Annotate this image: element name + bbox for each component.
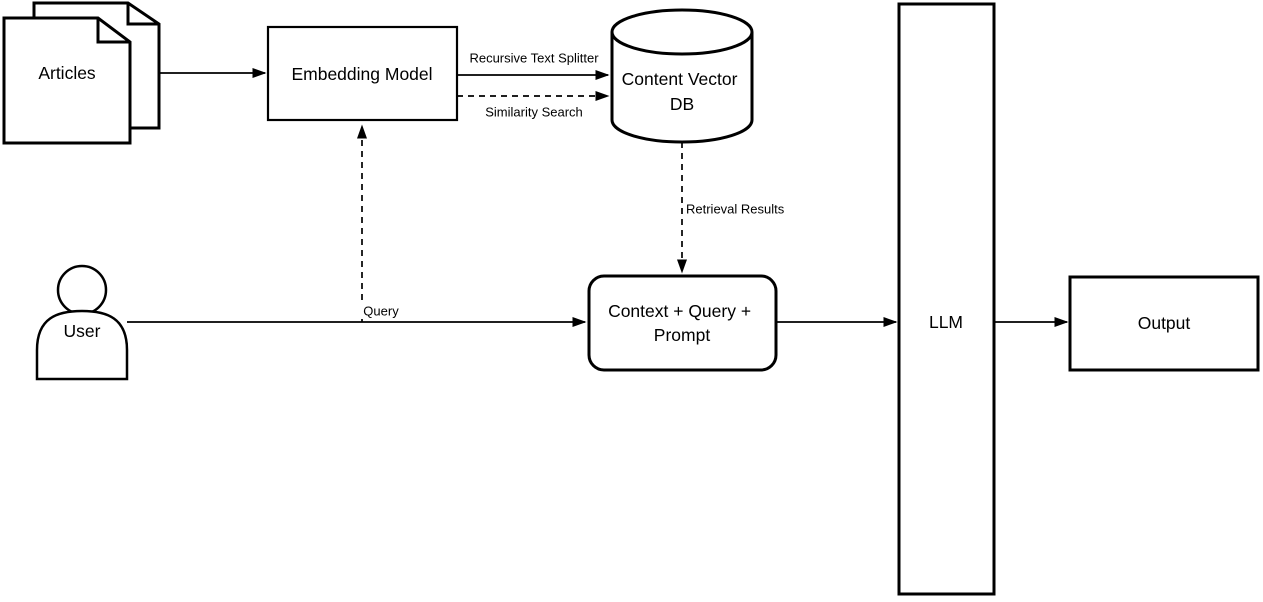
label-bg (464, 50, 604, 66)
cylinder-top (610, 8, 754, 56)
cylinder-body (610, 32, 754, 144)
content-vector-db-label: Content Vector DB (622, 69, 743, 114)
user-label: User (64, 321, 101, 341)
node-user: User (35, 264, 129, 381)
content-vector-db-label-line2: DB (670, 94, 694, 114)
label-bg (683, 201, 791, 217)
edge-label-similarity-search: Similarity Search (485, 105, 583, 120)
edge-label-recursive-text-splitter: Recursive Text Splitter (469, 51, 599, 66)
context-query-prompt-box (587, 274, 778, 372)
node-articles: Articles (2, 1, 161, 145)
articles-back-page-fold (126, 3, 159, 26)
person-icon (35, 264, 129, 381)
embedding-model-box (266, 25, 459, 122)
user-head (56, 264, 108, 316)
database-cylinder-icon (610, 8, 754, 144)
embedding-model-label: Embedding Model (291, 64, 432, 84)
llm-label: LLM (929, 312, 963, 332)
edge-label-query: Query (363, 304, 399, 319)
context-query-prompt-label: Context + Query + Prompt (608, 301, 756, 345)
node-context-query-prompt: Context + Query + Prompt (587, 274, 778, 372)
label-bg (482, 104, 586, 120)
documents-icon (2, 1, 161, 145)
node-output: Output (1068, 275, 1260, 372)
label-bg (355, 302, 407, 319)
output-box (1068, 275, 1260, 372)
articles-front-page-fold (96, 18, 130, 44)
node-llm: LLM (897, 2, 996, 596)
articles-label: Articles (38, 63, 96, 83)
llm-box (897, 2, 996, 596)
node-embedding-model: Embedding Model (266, 25, 459, 122)
edge-labels: Recursive Text Splitter Similarity Searc… (355, 50, 791, 319)
content-vector-db-label-line1: Content Vector (622, 69, 738, 89)
context-query-prompt-label-line1: Context + Query + (608, 301, 751, 321)
output-label: Output (1138, 313, 1191, 333)
user-body (35, 309, 129, 381)
node-content-vector-db: Content Vector DB (610, 8, 754, 144)
context-query-prompt-label-line2: Prompt (654, 325, 711, 345)
edges (127, 68, 1069, 327)
edge-label-retrieval-results: Retrieval Results (686, 202, 785, 217)
articles-front-page (2, 16, 132, 145)
